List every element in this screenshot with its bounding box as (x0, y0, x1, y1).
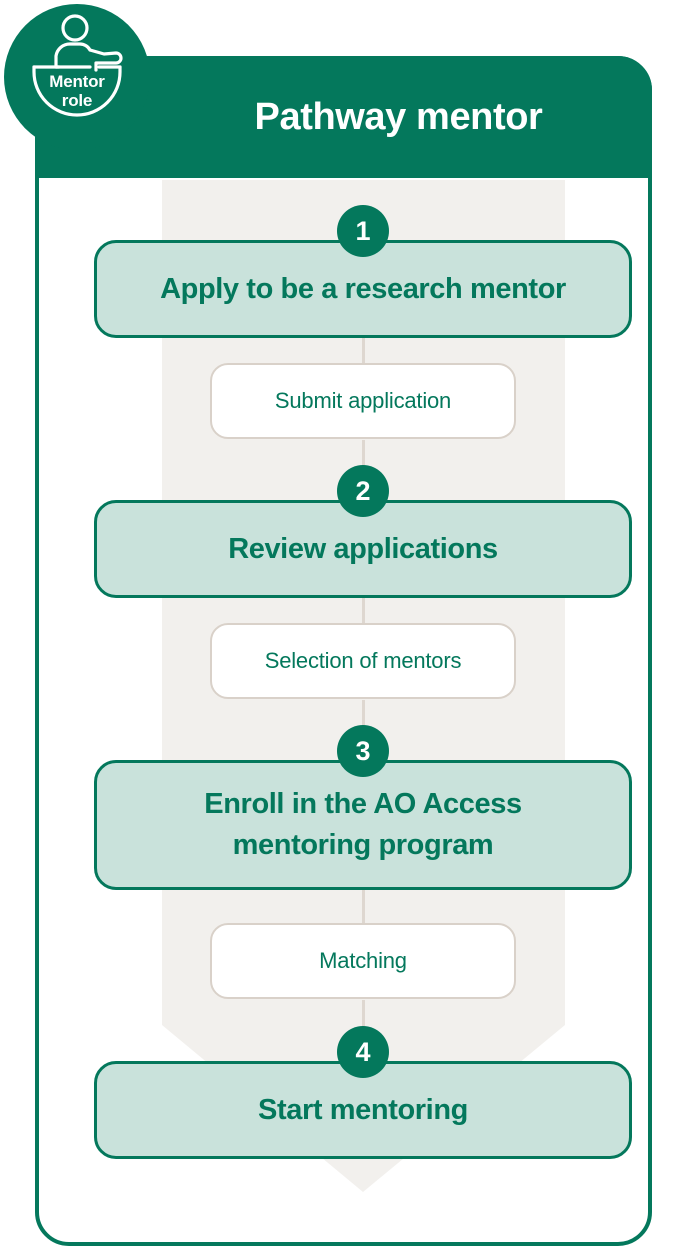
substep-card-1[interactable]: Submit application (210, 363, 516, 439)
step-label-1: Apply to be a research mentor (160, 272, 566, 305)
badge-line-2: role (61, 91, 93, 110)
mentor-role-badge: Mentor role (4, 4, 150, 150)
step-number-4: 4 (337, 1026, 389, 1078)
connector-line-4 (362, 700, 365, 742)
mentor-role-badge-text: Mentor role (4, 72, 150, 110)
mentor-person-icon (32, 14, 123, 117)
badge-line-1: Mentor (49, 72, 105, 91)
step-card-3[interactable]: Enroll in the AO Access mentoring progra… (94, 760, 632, 890)
connector-line-1 (362, 336, 365, 376)
connector-line-6 (362, 1000, 365, 1042)
step-label-3: Enroll in the AO Access mentoring progra… (204, 788, 522, 861)
connector-line-5 (362, 890, 365, 930)
step-card-2[interactable]: Review applications (94, 500, 632, 598)
page-title: Pathway mentor (254, 96, 543, 138)
connector-line-3 (362, 598, 365, 638)
step-number-2: 2 (337, 465, 389, 517)
substep-card-3[interactable]: Matching (210, 923, 516, 999)
substep-label-3: Matching (319, 948, 407, 973)
connector-line-2 (362, 440, 365, 482)
step-label-2: Review applications (228, 532, 498, 565)
substep-label-2: Selection of mentors (264, 648, 462, 673)
step-number-3: 3 (337, 725, 389, 777)
substep-card-2[interactable]: Selection of mentors (210, 623, 516, 699)
substep-label-1: Submit application (274, 388, 452, 413)
step-label-4: Start mentoring (258, 1093, 468, 1126)
step-number-1: 1 (337, 205, 389, 257)
